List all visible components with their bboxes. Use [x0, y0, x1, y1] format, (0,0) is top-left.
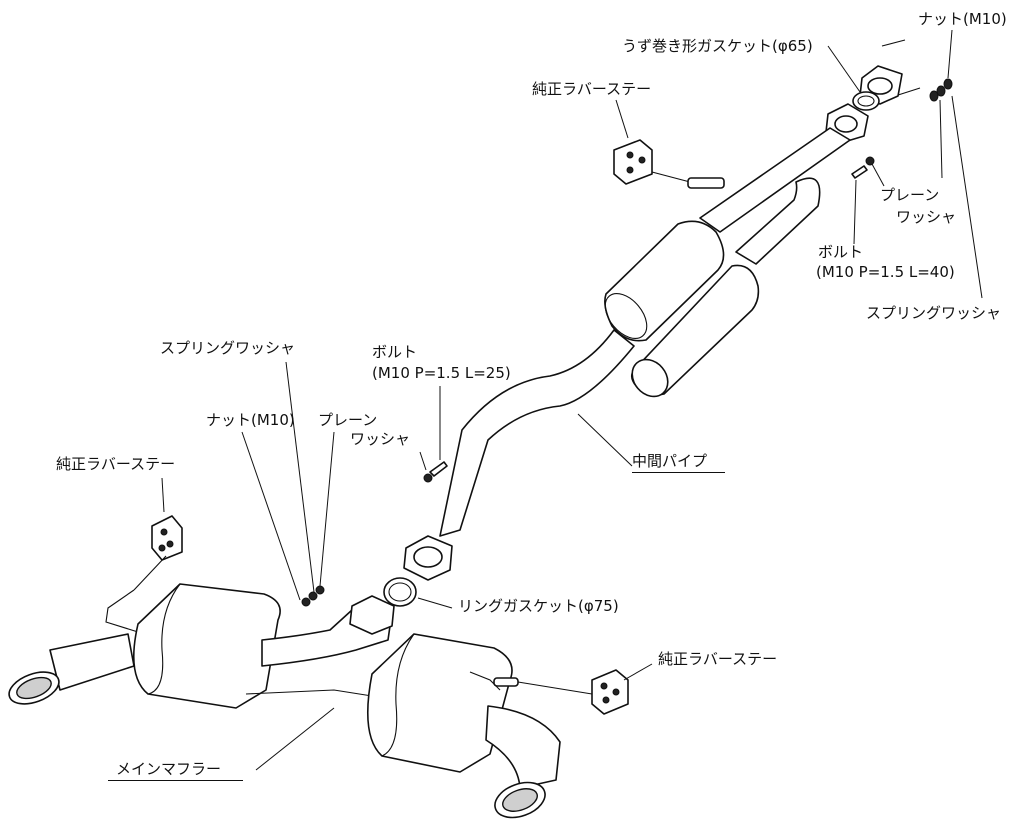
label-plain-washer-top-1: プレーン — [880, 186, 940, 204]
label-rubber-stay-top: 純正ラバーステー — [532, 80, 652, 98]
label-rubber-stay-right: 純正ラバーステー — [658, 650, 778, 668]
label-bolt-top-2: (M10 P=1.5 L=40) — [816, 263, 955, 281]
label-nut-top: ナット(M10) — [918, 10, 1007, 28]
label-plain-washer-mid-1: プレーン — [318, 411, 378, 429]
bolt-top — [851, 156, 875, 179]
main-muffler-left — [8, 583, 281, 709]
spiral-gasket-shape — [852, 91, 880, 111]
rubber-stay-left — [105, 515, 183, 633]
leader-lines — [161, 29, 983, 771]
main-muffler-right — [367, 633, 561, 819]
label-bolt-top-1: ボルト — [818, 243, 864, 261]
rubber-stay-top — [613, 139, 725, 189]
label-plain-washer-top-2: ワッシャ — [896, 208, 957, 226]
label-bolt-mid-2: (M10 P=1.5 L=25) — [372, 364, 511, 382]
nut-washer-stack-left — [301, 585, 325, 607]
front-flange-assembly — [825, 39, 921, 143]
label-ring-gasket: リングガスケット(φ75) — [458, 597, 619, 615]
label-spring-washer-left: スプリングワッシャ — [160, 339, 296, 357]
ring-gasket-shape — [383, 577, 417, 607]
label-spring-washer-top: スプリングワッシャ — [866, 304, 1002, 322]
muffler-connector — [245, 595, 395, 697]
label-plain-washer-mid-2: ワッシャ — [350, 430, 411, 448]
label-bolt-mid-1: ボルト — [372, 343, 418, 361]
nut-washer-stack-top — [929, 78, 953, 102]
label-spiral-gasket: うず巻き形ガスケット(φ65) — [622, 37, 813, 55]
middle-pipe-shape — [403, 127, 851, 581]
label-middle-pipe: 中間パイプ — [632, 452, 726, 473]
bolt-mid — [423, 461, 448, 483]
label-nut-left: ナット(M10) — [206, 411, 295, 429]
label-rubber-stay-left: 純正ラバーステー — [56, 455, 176, 473]
label-main-muffler: メインマフラー — [108, 760, 244, 781]
rubber-stay-right — [517, 669, 629, 715]
